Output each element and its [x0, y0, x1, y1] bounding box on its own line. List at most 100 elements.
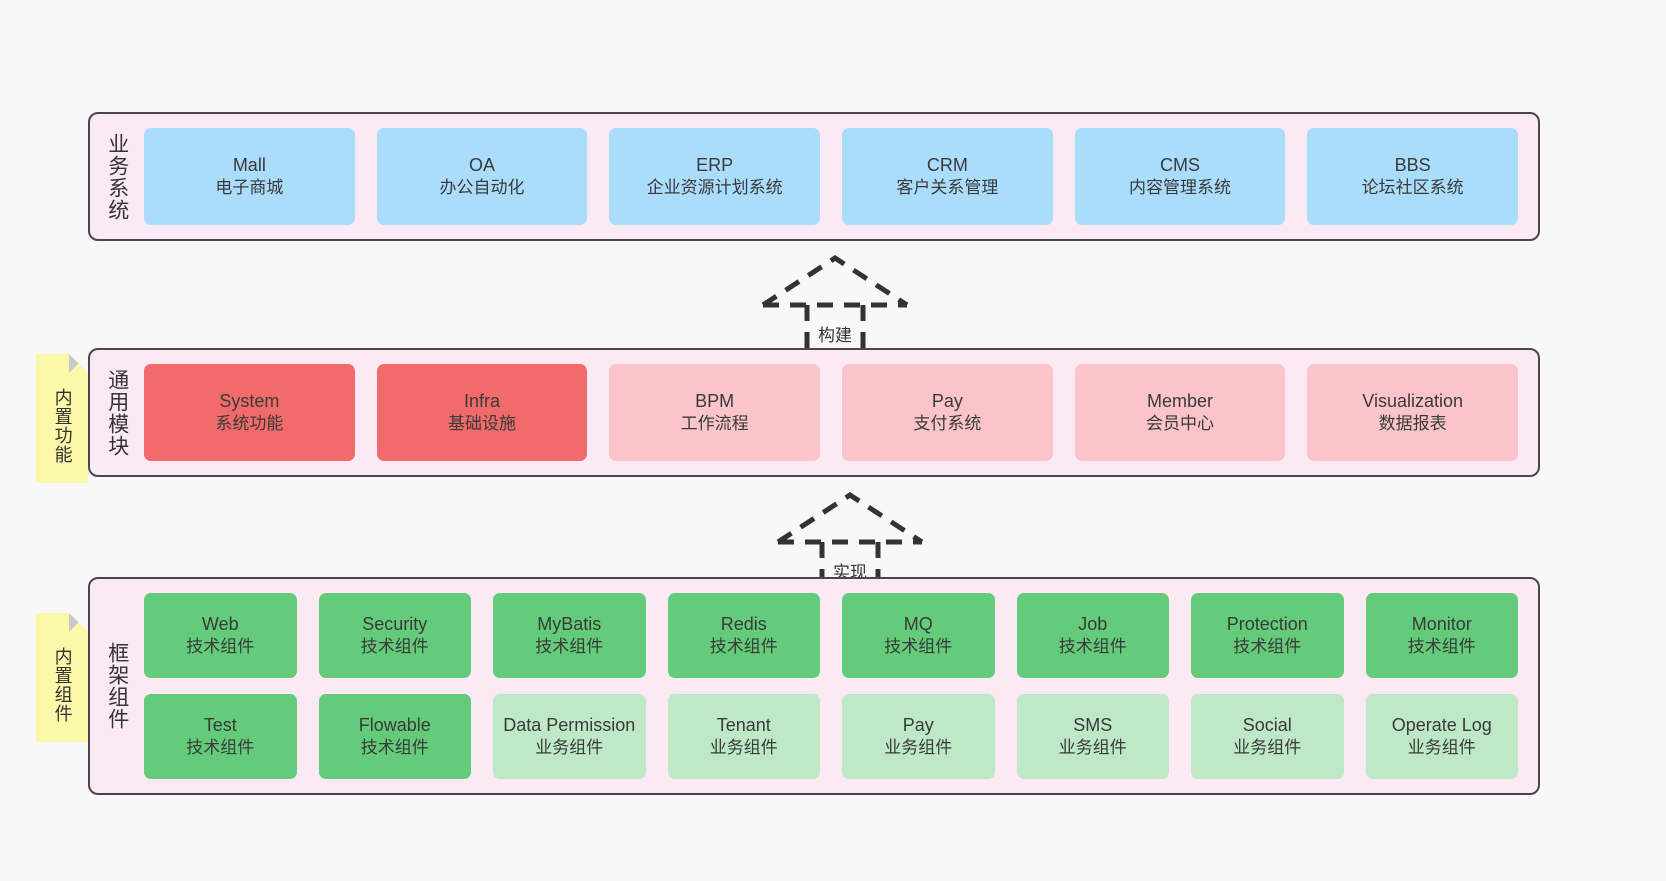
card-subtitle: 技术组件	[1407, 637, 1476, 657]
layer-title-business-system: 业务系统	[105, 132, 129, 221]
card-grid-common-module: System 系统功能 Infra 基础设施 BPM 工作流程 Pay 支付系统…	[144, 350, 1538, 475]
card-title: Member	[1146, 391, 1213, 412]
card-redis[interactable]: Redis 技术组件	[667, 593, 820, 678]
card-visualization[interactable]: Visualization 数据报表	[1307, 364, 1518, 461]
card-title: Tenant	[716, 715, 771, 736]
card-subtitle: 技术组件	[1058, 637, 1127, 657]
card-test[interactable]: Test 技术组件	[144, 694, 297, 779]
card-protection[interactable]: Protection 技术组件	[1191, 593, 1344, 678]
layer-common-module: 通用模块 System 系统功能 Infra 基础设施 BPM 工作流程 Pay…	[88, 348, 1540, 477]
card-subtitle: 技术组件	[360, 637, 429, 657]
card-erp[interactable]: ERP 企业资源计划系统	[609, 128, 820, 225]
card-title: Test	[203, 715, 237, 736]
card-title: CMS	[1159, 155, 1200, 176]
card-title: Data Permission	[503, 715, 636, 736]
generalization-arrow-icon	[761, 255, 909, 360]
card-title: ERP	[696, 155, 734, 176]
card-title: OA	[468, 155, 495, 176]
layer-title-common-module: 通用模块	[105, 368, 129, 457]
card-pay-component[interactable]: Pay 业务组件	[842, 694, 995, 779]
card-subtitle: 客户关系管理	[896, 178, 999, 198]
card-social[interactable]: Social 业务组件	[1191, 694, 1344, 779]
card-subtitle: 支付系统	[913, 414, 982, 434]
card-title: SMS	[1073, 715, 1113, 736]
generalization-arrow-icon	[776, 492, 924, 597]
card-subtitle: 技术组件	[884, 637, 953, 657]
note-builtin-function-label: 内置功能	[52, 387, 73, 464]
card-title: Security	[362, 614, 428, 635]
card-title: Mall	[232, 155, 266, 176]
layer-title-framework-component: 框架组件	[105, 642, 129, 730]
card-subtitle: 业务组件	[1058, 738, 1127, 758]
card-mq[interactable]: MQ 技术组件	[842, 593, 995, 678]
layer-framework-component: 框架组件 Web 技术组件 Security 技术组件 MyBatis 技术组件…	[88, 577, 1540, 795]
card-subtitle: 技术组件	[1233, 637, 1302, 657]
card-title: Pay	[931, 391, 963, 412]
card-subtitle: 技术组件	[709, 637, 778, 657]
card-system[interactable]: System 系统功能	[144, 364, 355, 461]
card-operate-log[interactable]: Operate Log 业务组件	[1365, 694, 1518, 779]
card-title: Monitor	[1411, 614, 1472, 635]
card-subtitle: 技术组件	[360, 738, 429, 758]
card-job[interactable]: Job 技术组件	[1016, 593, 1169, 678]
card-sms[interactable]: SMS 业务组件	[1016, 694, 1169, 779]
card-monitor[interactable]: Monitor 技术组件	[1365, 593, 1518, 678]
card-bpm[interactable]: BPM 工作流程	[609, 364, 820, 461]
card-flowable[interactable]: Flowable 技术组件	[318, 694, 471, 779]
card-member[interactable]: Member 会员中心	[1074, 364, 1286, 461]
arrow-build: 构建	[745, 250, 925, 360]
card-oa[interactable]: OA 办公自动化	[376, 128, 588, 225]
card-title: Protection	[1226, 614, 1308, 635]
card-subtitle: 系统功能	[215, 414, 284, 434]
card-title: MyBatis	[537, 614, 602, 635]
card-subtitle: 业务组件	[1407, 738, 1476, 758]
card-subtitle: 业务组件	[709, 738, 778, 758]
card-mall[interactable]: Mall 电子商城	[144, 128, 355, 225]
card-subtitle: 会员中心	[1145, 414, 1214, 434]
card-subtitle: 技术组件	[186, 637, 255, 657]
card-cms[interactable]: CMS 内容管理系统	[1074, 128, 1286, 225]
card-title: System	[219, 391, 280, 412]
card-title: Operate Log	[1391, 715, 1492, 736]
card-title: Social	[1242, 715, 1292, 736]
card-grid-business-system: Mall 电子商城 OA 办公自动化 ERP 企业资源计划系统 CRM 客户关系…	[144, 114, 1538, 239]
card-title: Flowable	[358, 715, 431, 736]
card-subtitle: 企业资源计划系统	[646, 178, 783, 198]
card-subtitle: 业务组件	[535, 738, 604, 758]
card-web[interactable]: Web 技术组件	[144, 593, 297, 678]
card-mybatis[interactable]: MyBatis 技术组件	[493, 593, 646, 678]
note-builtin-component-label: 内置组件	[52, 646, 73, 723]
card-subtitle: 论坛社区系统	[1361, 178, 1464, 198]
card-bbs[interactable]: BBS 论坛社区系统	[1307, 128, 1518, 225]
card-tenant[interactable]: Tenant 业务组件	[667, 694, 820, 779]
card-infra[interactable]: Infra 基础设施	[376, 364, 588, 461]
card-subtitle: 技术组件	[186, 738, 255, 758]
arrow-label-build: 构建	[816, 321, 854, 346]
note-builtin-function: 内置功能	[36, 354, 88, 483]
card-title: Redis	[720, 614, 767, 635]
card-subtitle: 基础设施	[447, 414, 516, 434]
card-subtitle: 电子商城	[215, 178, 284, 198]
card-title: CRM	[926, 155, 968, 176]
note-builtin-component: 内置组件	[36, 613, 88, 742]
layer-business-system: 业务系统 Mall 电子商城 OA 办公自动化 ERP 企业资源计划系统 CRM…	[88, 112, 1540, 241]
card-title: BPM	[695, 391, 735, 412]
card-subtitle: 办公自动化	[439, 178, 525, 198]
card-pay[interactable]: Pay 支付系统	[842, 364, 1053, 461]
card-subtitle: 工作流程	[680, 414, 749, 434]
card-title: Infra	[463, 391, 500, 412]
card-title: MQ	[903, 614, 933, 635]
card-data-permission[interactable]: Data Permission 业务组件	[493, 694, 646, 779]
card-subtitle: 业务组件	[1233, 738, 1302, 758]
card-title: Visualization	[1362, 391, 1464, 412]
card-subtitle: 内容管理系统	[1128, 178, 1231, 198]
card-grid-framework-component: Web 技术组件 Security 技术组件 MyBatis 技术组件 Redi…	[144, 579, 1538, 793]
card-security[interactable]: Security 技术组件	[318, 593, 471, 678]
card-subtitle: 技术组件	[535, 637, 604, 657]
card-crm[interactable]: CRM 客户关系管理	[842, 128, 1053, 225]
card-title: Pay	[902, 715, 934, 736]
card-title: Job	[1078, 614, 1108, 635]
card-subtitle: 数据报表	[1378, 414, 1447, 434]
card-title: Web	[201, 614, 239, 635]
